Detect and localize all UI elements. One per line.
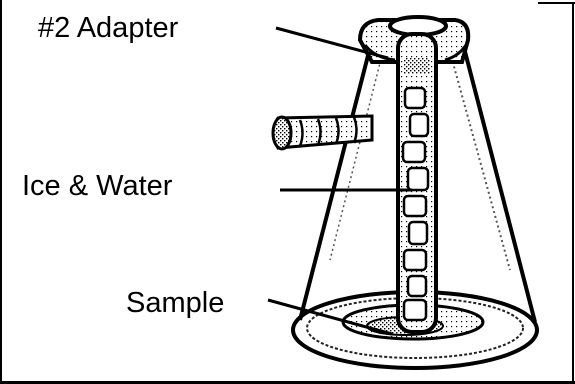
leader-lines <box>268 28 412 334</box>
adapter-label: #2 Adapter <box>38 12 178 45</box>
flask-side-arm <box>273 116 372 149</box>
ice-water-label: Ice & Water <box>22 170 172 203</box>
sample-label: Sample <box>126 287 224 320</box>
cold-finger-tube <box>398 34 436 332</box>
